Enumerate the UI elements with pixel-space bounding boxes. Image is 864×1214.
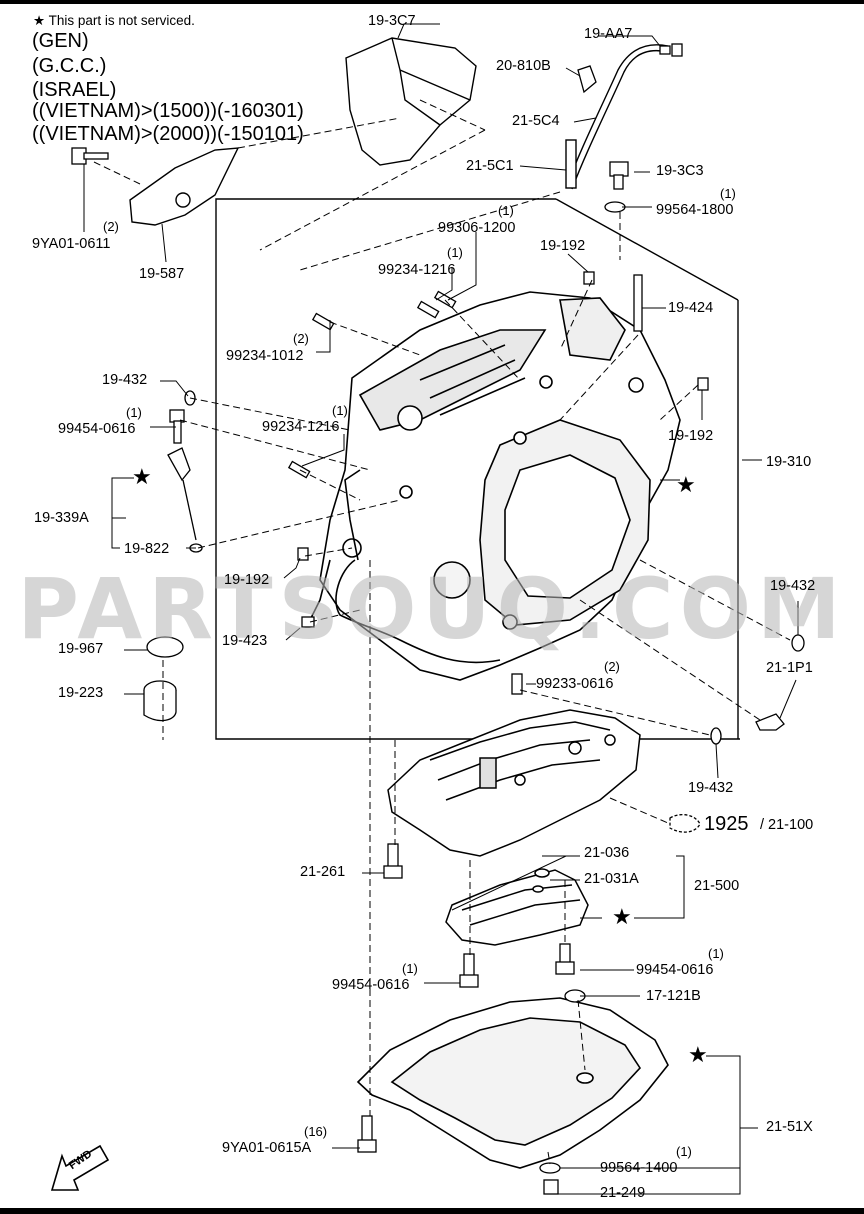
part-label[interactable]: 21-1P1 bbox=[766, 660, 813, 676]
variant-israel: (ISRAEL) bbox=[32, 79, 117, 101]
part-label[interactable]: 19-3C3 bbox=[656, 163, 704, 179]
variant-gcc: (G.C.C.) bbox=[32, 55, 107, 77]
watermark: PARTSOUQ.COM bbox=[17, 560, 847, 658]
bottom-border bbox=[0, 1208, 864, 1214]
notice-text: This part is not serviced. bbox=[48, 13, 195, 28]
part-qty: (1) bbox=[720, 186, 736, 201]
oil-pan bbox=[356, 997, 669, 1169]
part-label[interactable]: / 21-100 bbox=[760, 817, 814, 833]
baffle-plate bbox=[129, 147, 240, 226]
part-label[interactable]: 19-339A bbox=[34, 510, 89, 526]
part-label[interactable]: 19-423 bbox=[222, 633, 268, 649]
part-qty: (1) bbox=[402, 961, 418, 976]
part-qty: (1) bbox=[498, 203, 514, 218]
top-border bbox=[0, 0, 864, 4]
variant-vietnam-1500: ((VIETNAM)>(1500))(-160301) bbox=[32, 100, 304, 122]
part-label[interactable]: 99564-1800 bbox=[656, 202, 734, 218]
part-label[interactable]: 19-967 bbox=[58, 641, 104, 657]
part-label[interactable]: 21-261 bbox=[300, 864, 346, 880]
valve-body bbox=[387, 709, 641, 857]
part-label[interactable]: 99234-1012 bbox=[226, 348, 304, 364]
part-label[interactable]: 19-192 bbox=[668, 428, 714, 444]
part-label[interactable]: 9YA01-0611 bbox=[32, 236, 111, 252]
transmission-case bbox=[309, 291, 681, 681]
part-label[interactable]: 19-3C7 bbox=[368, 13, 416, 29]
side-cover bbox=[345, 37, 477, 166]
part-label[interactable]: 99454-0616 bbox=[636, 962, 714, 978]
part-qty: (1) bbox=[126, 405, 142, 420]
part-label[interactable]: 99234-1216 bbox=[378, 262, 456, 278]
part-label[interactable]: 19-432 bbox=[688, 780, 734, 796]
part-label-1925[interactable]: 1925 bbox=[704, 813, 749, 835]
part-label[interactable]: 21-5C1 bbox=[466, 158, 514, 174]
part-label[interactable]: 99234-1216 bbox=[262, 419, 340, 435]
part-label[interactable]: 21-036 bbox=[584, 845, 630, 861]
part-label[interactable]: 99306-1200 bbox=[438, 220, 516, 236]
part-qty: (2) bbox=[103, 219, 119, 234]
part-label[interactable]: 19-822 bbox=[124, 541, 170, 557]
star-icon: ★ bbox=[612, 904, 632, 929]
part-label[interactable]: 21-500 bbox=[694, 878, 740, 894]
not-serviced-notice: ★ This part is not serviced. bbox=[33, 13, 195, 29]
part-label[interactable]: 20-810B bbox=[496, 58, 551, 74]
part-label[interactable]: 19-192 bbox=[540, 238, 586, 254]
part-label[interactable]: 19-432 bbox=[102, 372, 148, 388]
star-icon: ★ bbox=[33, 13, 46, 28]
part-label[interactable]: 99454-0616 bbox=[332, 977, 410, 993]
part-qty: (1) bbox=[676, 1144, 692, 1159]
oil-strainer bbox=[445, 868, 589, 946]
part-label[interactable]: 99564-1400 bbox=[600, 1160, 678, 1176]
part-qty: (2) bbox=[293, 331, 309, 346]
part-label[interactable]: 21-249 bbox=[600, 1185, 646, 1201]
part-label[interactable]: 99233-0616 bbox=[536, 676, 614, 692]
star-icon: ★ bbox=[132, 464, 152, 489]
part-label[interactable]: 9YA01-0615A bbox=[222, 1140, 312, 1156]
dipstick-tube bbox=[565, 44, 669, 190]
part-label[interactable]: 99454-0616 bbox=[58, 421, 136, 437]
part-label[interactable]: 17-121B bbox=[646, 988, 701, 1004]
star-icon: ★ bbox=[676, 472, 696, 497]
star-icon: ★ bbox=[688, 1042, 708, 1067]
part-label[interactable]: 21-031A bbox=[584, 871, 639, 887]
variant-vietnam-2000: ((VIETNAM)>(2000))(-150101) bbox=[32, 123, 304, 145]
part-label[interactable]: 19-424 bbox=[668, 300, 714, 316]
part-qty: (16) bbox=[304, 1124, 328, 1139]
part-label[interactable]: 19-192 bbox=[224, 572, 270, 588]
guide-lines bbox=[93, 99, 791, 1165]
part-label[interactable]: 19-587 bbox=[139, 266, 185, 282]
part-label[interactable]: 19-310 bbox=[766, 454, 812, 470]
part-label[interactable]: 19-223 bbox=[58, 685, 104, 701]
part-qty: (1) bbox=[708, 946, 724, 961]
part-label[interactable]: 19-432 bbox=[770, 578, 816, 594]
leader-lines bbox=[83, 23, 799, 1195]
part-label[interactable]: 21-51X bbox=[766, 1119, 813, 1135]
hardware-parts bbox=[71, 43, 805, 1195]
part-qty: (2) bbox=[604, 659, 620, 674]
part-label[interactable]: 19-AA7 bbox=[584, 26, 633, 42]
fwd-arrow bbox=[50, 1144, 110, 1191]
variant-gen: (GEN) bbox=[32, 30, 89, 52]
part-qty: (1) bbox=[332, 403, 348, 418]
part-label[interactable]: 21-5C4 bbox=[512, 113, 560, 129]
part-qty: (1) bbox=[447, 245, 463, 260]
